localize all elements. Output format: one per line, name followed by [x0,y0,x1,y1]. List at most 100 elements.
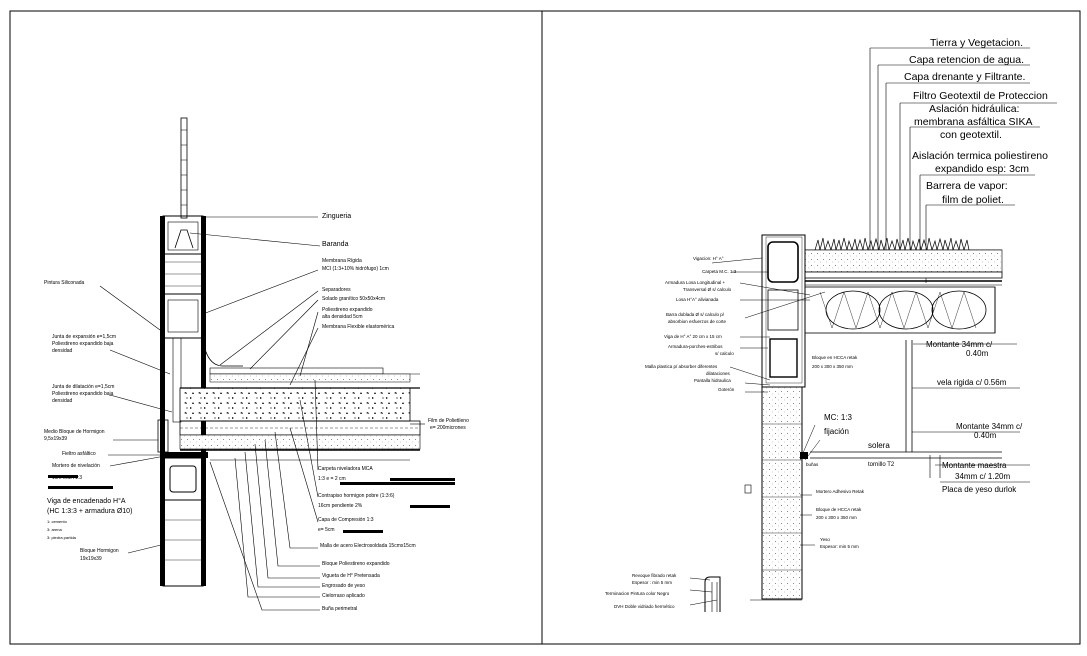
label-junta-dilatacion-2: Poliestireno expandido baja [52,391,114,397]
label-cielorraso: Cielorraso aplicado [322,593,365,599]
label-pantalla: Pantalla hidraulica [694,378,731,383]
label-membrana-rigida: Membrana Rígida [322,258,362,264]
label-armadura-estribos-2: s/ calculo [715,351,734,356]
callout-poliest [299,311,319,377]
label-carpeta-2: 1:3 e = 2 cm [318,476,346,482]
label-armadura-estribos: Armadura-porches-estribos [668,344,723,349]
label-aislacion-h: Aslación hidráulica: [929,103,1020,115]
parapet-block-low [162,293,204,339]
label-vigueta: Vigueta de H° Pretensada [322,573,380,579]
label-bunia: Buña perimetral [322,606,358,612]
label-terminacion: Terminacion Pintura color Negro [605,591,670,596]
label-barra-2: absorbion esfuerzos de corte [668,319,727,324]
label-mortero-2: 1cm MCA 1:3 [52,475,83,481]
label-baranda: Baranda [322,241,349,248]
label-montante-m2: 34mm c/ 1.20m [955,472,1011,481]
label-malla-plastica-2: dilataciones [706,371,730,376]
label-mc13: MC: 1:3 [824,413,853,422]
label-membrana-flexible: Membrana Flexible elastomérica [322,324,395,330]
label-capa-compresion: Capa de Compresión 1:3 [318,517,374,523]
callout-carpeta [314,379,319,471]
label-barra: Barra doblada Ø s/ calculo p/ [666,312,725,317]
callout-contrapiso [299,399,319,498]
label-contrapiso-2: 16cm pendiente 2% [318,503,363,509]
label-yeso-2: Espesor: min 5 mm [820,544,859,549]
label-capa-retencion: Capa retencion de agua. [909,54,1025,66]
label-bloque-hormigon: Bloque Hormigon [80,548,119,554]
label-bloque-hcca-b2: 200 x 300 x 350 mm [816,515,857,520]
label-barrera-2: film de poliet. [942,194,1004,206]
label-malla: Malla de acero Electrosoldada 15cmx15cm [320,543,416,549]
label-revoque-2: Espesor : min 5 mm [632,580,673,585]
label-tierra: Tierra y Vegetacion. [930,37,1023,49]
label-aislacion-h-2: membrana asfáltica SIKA [914,116,1033,128]
label-contrapiso: Contrapiso hormigon pobre (1:3:6) [318,493,395,499]
right-detail-graphics [689,47,1057,612]
label-junta-expansion: Junta de expansión e=1,5cm [52,334,117,340]
label-film: Film de Polietileno [428,418,469,424]
label-aislacion-t: Aislación termica poliestireno [912,150,1048,162]
contrapiso-layer [179,387,411,422]
label-malla-plastica: Malla plastica p/ absorber diferentes [645,364,718,369]
callout-bloque-horm [127,543,166,554]
joint-column [172,337,182,423]
callout-membrana-rigida [202,269,319,315]
membrane-curve [202,339,243,367]
label-placa: Placa de yeso durlok [942,485,1017,494]
beam-block [162,457,204,501]
label-solera: solera [868,441,890,450]
callout-baranda [189,232,321,247]
callout-vigueta [254,443,320,579]
label-carpeta-mc: Carpeta M.C. 1:3 [702,269,737,274]
label-vela: vela rigida c/ 0.56m [937,378,1007,387]
callout-pintura [99,285,161,331]
callout-separadores [219,290,319,366]
label-yeso: Yeso [820,537,830,542]
lower-wall-thick [201,458,206,586]
label-tornillo: tornillo T2 [868,462,895,468]
callout-bloque-poli [264,439,320,567]
label-junta-dilatacion-3: densidad [52,398,73,404]
label-barrera: Barrera de vapor: [926,180,1008,192]
railing-post [180,117,188,219]
label-carpeta: Carpeta niveladora MCA [318,466,373,472]
label-aislacion-h-3: con geotextil. [940,129,1002,141]
callout-bunia [209,461,320,611]
callout-mortero [109,455,166,467]
label-capa-drenante: Capa drenante y Filtrante. [904,71,1026,83]
left-detail-graphics [48,117,455,611]
label-bunas: buñas [806,462,819,467]
label-zingueria: Zingueria [322,213,352,220]
label-solado: Solado granítico 50x50x4cm [322,296,386,302]
drain-layer [804,271,1003,279]
callout-capa [289,427,319,523]
label-montante-2b: 0.40m [974,431,997,440]
substrate-layer [804,249,1003,273]
railing-anchor [174,229,194,249]
label-medio-bloque: Medio Bloque de Hormigon [44,429,105,435]
window-frame [704,576,721,612]
label-viga-3: 1: cemento [47,519,67,524]
label-junta-dilatacion: Junta de dilatación e=1,5cm [52,384,115,390]
label-revoque: Revoque fibrado retak [632,573,677,578]
callout-engrosado [244,451,320,588]
label-mortero-adh: Mortero Adhesivo Retak [816,489,865,494]
wall-thick-left [160,216,165,586]
label-film-2: e= 200micrones [430,425,466,431]
label-dvh: DVH Doble vidriado hermético [614,604,675,609]
label-armadura-losa: Armadura Losa Longitudinal + [665,280,726,285]
label-montante-1: Montante 34mm c/ [926,340,993,349]
label-viga: Viga de encadenado H°A [47,498,126,505]
alivianada-slab [804,286,996,334]
paver-layer [209,367,384,375]
label-poliestireno-alta-2: alta densidad 5cm [322,314,363,320]
callout-solado [249,299,319,370]
label-bloque-hcca-2: 200 x 300 x 350 mm [812,364,853,369]
label-losa: Losa H°A° alivianada [676,297,719,302]
callout-cielorraso [234,457,320,598]
label-montante-m: Montante maestra [942,461,1007,470]
label-pintura-siliconada: Pintura Siliconada [44,280,85,286]
label-mortero: Mortero de nivelación [52,463,100,469]
label-filtro: Filtro Geotextil de Proteccion [913,90,1048,102]
callout-junta-exp [109,349,171,375]
